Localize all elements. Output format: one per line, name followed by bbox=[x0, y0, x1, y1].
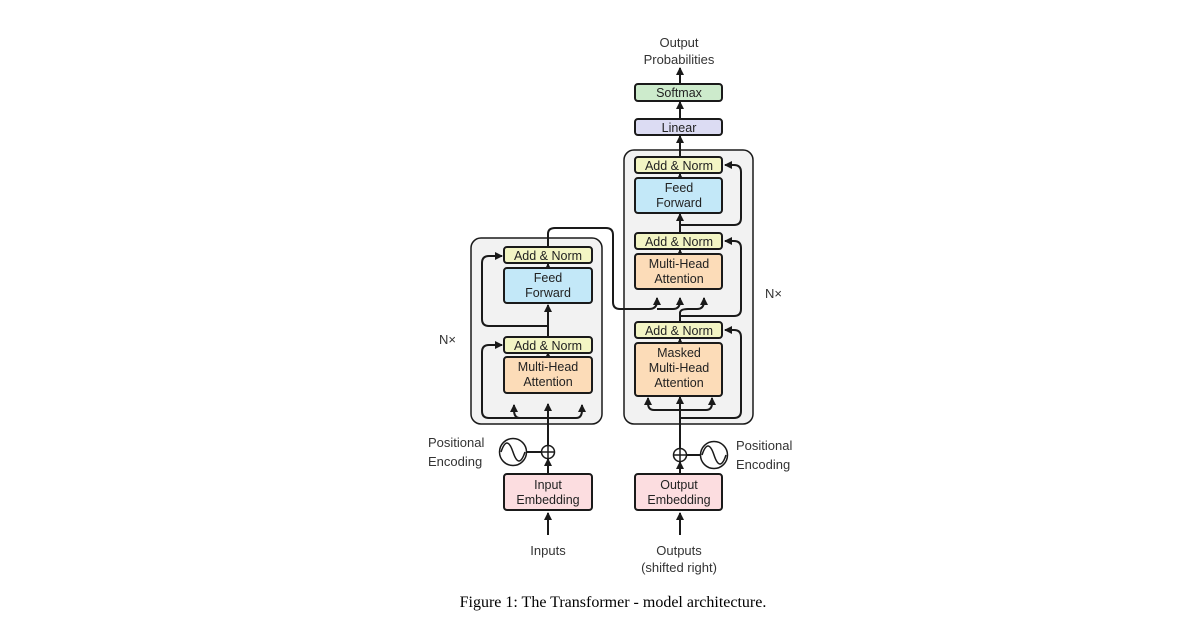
input-embedding bbox=[503, 473, 593, 511]
softmax-block bbox=[634, 83, 723, 102]
encoder-plus-icon bbox=[540, 444, 556, 460]
decoder-add-norm-3 bbox=[634, 156, 723, 174]
linear-label: Linear bbox=[662, 121, 697, 135]
decoder-add-norm-1-label: Add & Norm bbox=[645, 324, 713, 338]
softmax-label: Softmax bbox=[656, 86, 703, 100]
encoder-nx-label: N× bbox=[439, 332, 456, 347]
decoder-nx-label: N× bbox=[765, 286, 782, 301]
encoder-add-norm-2-label: Add & Norm bbox=[514, 249, 582, 263]
encoder-feed-forward-line1: Feed bbox=[534, 271, 563, 285]
outputs-label-line2: (shifted right) bbox=[641, 560, 717, 575]
input-embedding-line1: Input bbox=[534, 478, 562, 492]
decoder-add-norm-2-label: Add & Norm bbox=[645, 235, 713, 249]
decoder-mha-line2: Attention bbox=[654, 272, 703, 286]
encoder-feed-forward bbox=[503, 267, 593, 304]
output-embedding-line1: Output bbox=[660, 478, 698, 492]
output-embedding bbox=[634, 473, 723, 511]
decoder-multi-head-attention bbox=[634, 253, 723, 290]
encoder-positional-encoding-icon bbox=[498, 437, 528, 467]
decoder-positional-encoding-line2: Encoding bbox=[736, 457, 790, 472]
encoder-mha-line2: Attention bbox=[523, 375, 572, 389]
decoder-connections bbox=[644, 67, 742, 535]
encoder-positional-encoding-line2: Encoding bbox=[428, 454, 482, 469]
encoder-multi-head-attention bbox=[503, 356, 593, 394]
decoder-add-norm-3-label: Add & Norm bbox=[645, 159, 713, 173]
outputs-label-line1: Outputs bbox=[656, 543, 702, 558]
output-probabilities-label-line2: Probabilities bbox=[644, 52, 715, 67]
encoder-add-norm-1 bbox=[503, 336, 593, 354]
output-probabilities-label-line1: Output bbox=[659, 35, 698, 50]
decoder-feed-forward bbox=[634, 177, 723, 214]
figure-caption: Figure 1: The Transformer - model archit… bbox=[460, 594, 767, 611]
input-embedding-line2: Embedding bbox=[516, 493, 579, 507]
masked-mha-line3: Attention bbox=[654, 376, 703, 390]
decoder-add-norm-1 bbox=[634, 321, 723, 339]
masked-mha-line2: Multi-Head bbox=[649, 361, 709, 375]
inputs-label: Inputs bbox=[530, 543, 566, 558]
decoder-feed-forward-line1: Feed bbox=[665, 181, 694, 195]
masked-multi-head-attention bbox=[634, 342, 723, 397]
encoder-feed-forward-line2: Forward bbox=[525, 286, 571, 300]
output-embedding-line2: Embedding bbox=[647, 493, 710, 507]
decoder-add-norm-2 bbox=[634, 232, 723, 250]
masked-mha-line1: Masked bbox=[657, 346, 701, 360]
encoder-add-norm-1-label: Add & Norm bbox=[514, 339, 582, 353]
decoder-feed-forward-line2: Forward bbox=[656, 196, 702, 210]
linear-block bbox=[634, 118, 723, 136]
encoder-mha-line1: Multi-Head bbox=[518, 360, 578, 374]
decoder-mha-line1: Multi-Head bbox=[649, 257, 709, 271]
decoder-plus-icon bbox=[672, 447, 688, 463]
decoder-positional-encoding-icon bbox=[699, 440, 729, 470]
encoder-connections bbox=[481, 227, 684, 535]
encoder-stack bbox=[470, 237, 603, 425]
encoder-positional-encoding-line1: Positional bbox=[428, 435, 484, 450]
encoder-add-norm-2 bbox=[503, 246, 593, 264]
decoder-positional-encoding-line1: Positional bbox=[736, 438, 792, 453]
